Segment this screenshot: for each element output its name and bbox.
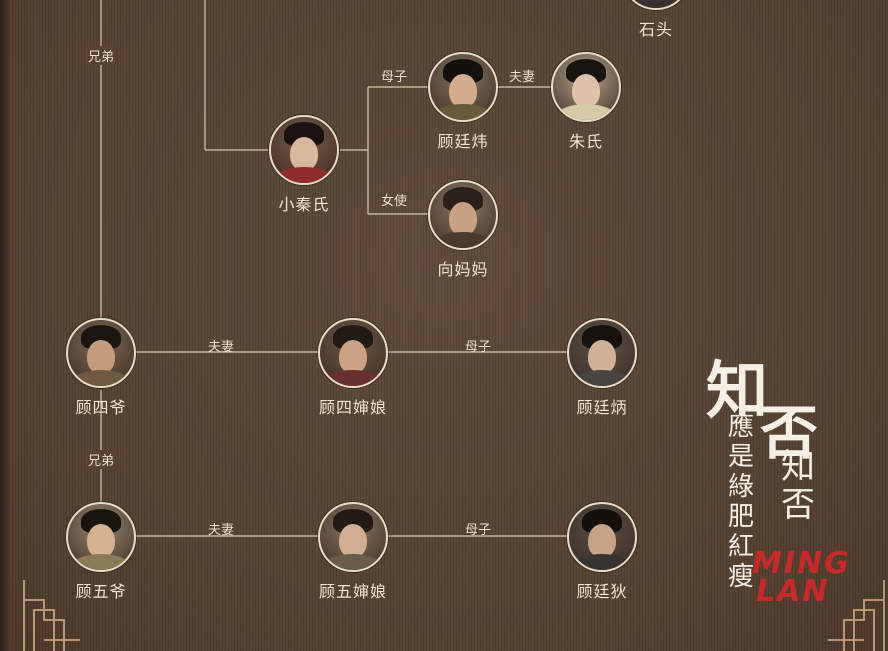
logo-big-character-2: 否	[760, 399, 819, 467]
logo-small-character: 是	[727, 442, 754, 472]
portrait-image	[567, 502, 637, 572]
person-name: 向妈妈	[437, 260, 489, 279]
portrait-image	[551, 52, 621, 122]
portrait-image	[428, 52, 498, 122]
person-node-xiangmama: 向妈妈	[408, 180, 518, 280]
person-name: 顾四婶娘	[318, 398, 387, 417]
portrait-image	[318, 502, 388, 572]
portrait-image	[269, 115, 339, 185]
person-node-xiaoqinshi: 小秦氏	[249, 115, 359, 215]
logo-english-line-1: MING	[752, 546, 851, 581]
logo-small-character: 瘦	[727, 562, 754, 592]
person-name: 顾五婶娘	[318, 582, 387, 601]
logo-small-character: 綠	[727, 472, 754, 502]
person-name: 朱氏	[568, 132, 603, 151]
portrait-image	[428, 180, 498, 250]
person-node-gusiye: 顾四爷	[46, 318, 156, 418]
corner-ornament-right	[828, 580, 885, 651]
person-name: 顾廷炳	[576, 398, 628, 417]
portrait-image	[318, 318, 388, 388]
person-node-gutingbing: 顾廷炳	[547, 318, 657, 418]
person-name: 顾廷狄	[576, 582, 628, 601]
logo-small-character: 紅	[727, 532, 754, 562]
relation-label-maid: 女使	[381, 194, 408, 209]
person-node-guwushenniang: 顾五婶娘	[298, 502, 408, 602]
logo-big-character-1: 知	[706, 354, 769, 427]
relation-label-couple-1: 夫妻	[509, 70, 536, 85]
relation-label-mother-son-2: 母子	[465, 340, 492, 355]
book-binding-edge	[0, 0, 10, 651]
relation-label-mother-son-3: 母子	[465, 523, 492, 538]
relation-label-brothers-1: 兄弟	[86, 46, 117, 65]
logo-small-character: 肥	[727, 502, 754, 532]
person-name: 石头	[638, 20, 673, 39]
relation-label-brothers-2: 兄弟	[86, 450, 117, 469]
portrait-image	[66, 318, 136, 388]
portrait-image	[567, 318, 637, 388]
logo-small-character: 應	[727, 412, 754, 442]
relation-label-couple-2: 夫妻	[208, 340, 235, 355]
portrait-image	[621, 0, 691, 10]
logo-small-character: 知	[781, 447, 815, 487]
person-name: 小秦氏	[278, 195, 330, 214]
portrait-image	[66, 502, 136, 572]
person-name: 顾廷炜	[437, 132, 489, 151]
relation-label-mother-son-1: 母子	[381, 70, 408, 85]
logo-small-character: 否	[781, 485, 815, 525]
person-node-gutingwei: 顾廷炜	[408, 52, 518, 152]
person-node-guwuye: 顾五爷	[46, 502, 156, 602]
person-node-shitou: 石头	[601, 0, 711, 40]
person-node-zhushi: 朱氏	[531, 52, 641, 152]
logo-english-line-2: LAN	[756, 574, 830, 609]
corner-ornament-left	[23, 580, 80, 651]
person-node-gusishenniang: 顾四婶娘	[298, 318, 408, 418]
person-name: 顾四爷	[75, 398, 127, 417]
show-title-logo: 知 否 知 否 應 是 綠 肥 紅 瘦 MING LAN	[700, 340, 850, 620]
person-node-gutingdi: 顾廷狄	[547, 502, 657, 602]
person-name: 顾五爷	[75, 582, 127, 601]
relation-label-couple-3: 夫妻	[208, 523, 235, 538]
